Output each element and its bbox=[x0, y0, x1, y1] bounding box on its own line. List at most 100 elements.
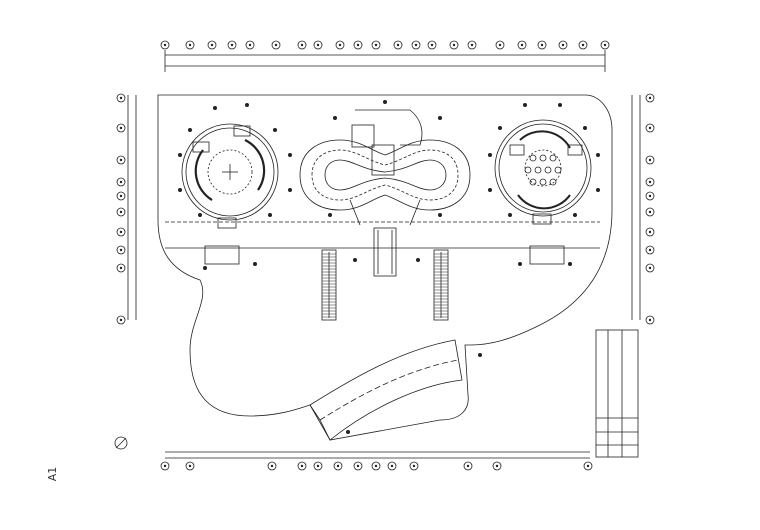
column-marker bbox=[508, 213, 512, 217]
grid-bubble-icon bbox=[297, 40, 307, 50]
grid-bubble-icon bbox=[645, 227, 655, 237]
column-marker bbox=[333, 116, 337, 120]
grid-bubble-icon bbox=[116, 123, 126, 133]
column-marker bbox=[568, 262, 572, 266]
column-marker bbox=[288, 153, 292, 157]
grid-bubble-icon bbox=[645, 123, 655, 133]
north-arrow-icon bbox=[114, 436, 128, 450]
grid-bubble-icon bbox=[427, 40, 437, 50]
bottom-dimension-chain bbox=[165, 451, 590, 459]
column-marker bbox=[178, 188, 182, 192]
column-marker bbox=[416, 258, 420, 262]
bottom-grid-bubbles bbox=[160, 461, 593, 471]
left-service-core bbox=[204, 245, 240, 265]
seat bbox=[529, 178, 537, 186]
grid-bubble-icon bbox=[393, 40, 403, 50]
column-marker bbox=[573, 213, 577, 217]
column-marker bbox=[288, 188, 292, 192]
grid-bubble-icon bbox=[271, 40, 281, 50]
grid-bubble-icon bbox=[463, 461, 473, 471]
column-marker bbox=[203, 266, 207, 270]
grid-bubble-icon bbox=[537, 40, 547, 50]
grid-bubble-icon bbox=[313, 461, 323, 471]
grid-bubble-icon bbox=[207, 40, 217, 50]
column-marker bbox=[558, 103, 562, 107]
left-round-room bbox=[181, 123, 279, 229]
column-marker bbox=[518, 262, 522, 266]
grid-bubble-icon bbox=[467, 40, 477, 50]
column-marker bbox=[488, 188, 492, 192]
column-marker bbox=[488, 153, 492, 157]
column-marker bbox=[253, 262, 257, 266]
column-marker bbox=[213, 106, 217, 110]
title-block bbox=[596, 330, 638, 457]
grid-bubble-icon bbox=[227, 40, 237, 50]
grid-bubble-icon bbox=[116, 263, 126, 273]
grid-bubble-icon bbox=[371, 461, 381, 471]
grid-bubble-icon bbox=[600, 40, 610, 50]
grid-bubble-icon bbox=[645, 245, 655, 255]
seat bbox=[534, 166, 542, 174]
seat bbox=[539, 178, 547, 186]
grid-bubble-icon bbox=[116, 155, 126, 165]
seat bbox=[544, 166, 552, 174]
grid-bubble-icon bbox=[645, 191, 655, 201]
grid-bubble-icon bbox=[116, 315, 126, 325]
grid-bubble-icon bbox=[160, 40, 170, 50]
column-marker bbox=[353, 258, 357, 262]
right-dimension-chain bbox=[631, 95, 641, 320]
seat bbox=[549, 178, 557, 186]
seat bbox=[529, 154, 537, 162]
grid-bubble-icon bbox=[160, 461, 170, 471]
grid-bubble-icon bbox=[353, 40, 363, 50]
title-block-frame bbox=[595, 329, 639, 458]
grid-bubble-icon bbox=[371, 40, 381, 50]
grid-bubble-icon bbox=[517, 40, 527, 50]
seat bbox=[549, 154, 557, 162]
building-outline bbox=[157, 94, 613, 441]
grid-bubble-icon bbox=[116, 227, 126, 237]
column-marker bbox=[245, 103, 249, 107]
grid-bubble-icon bbox=[645, 263, 655, 273]
column-marker bbox=[198, 213, 202, 217]
grid-bubble-icon bbox=[116, 245, 126, 255]
grid-bubble-icon bbox=[583, 461, 593, 471]
left-grid-bubbles bbox=[116, 93, 126, 325]
seat bbox=[554, 166, 562, 174]
escalator-left bbox=[321, 249, 337, 321]
grid-bubble-icon bbox=[185, 461, 195, 471]
grid-bubble-icon bbox=[411, 40, 421, 50]
grid-bubble-icon bbox=[449, 40, 459, 50]
grid-bubble-icon bbox=[116, 191, 126, 201]
grid-bubble-icon bbox=[335, 40, 345, 50]
grid-bubble-icon bbox=[353, 461, 363, 471]
grid-bubble-icon bbox=[297, 461, 307, 471]
column-marker bbox=[596, 153, 600, 157]
grid-bubble-icon bbox=[333, 461, 343, 471]
seat bbox=[524, 166, 532, 174]
column-marker bbox=[383, 100, 387, 104]
sheet-label: A1 bbox=[46, 466, 59, 482]
grid-bubble-icon bbox=[185, 40, 195, 50]
column-marker bbox=[498, 126, 502, 130]
column-marker bbox=[438, 116, 442, 120]
column-marker bbox=[478, 353, 482, 357]
grid-bubble-icon bbox=[387, 461, 397, 471]
grid-bubble-icon bbox=[645, 177, 655, 187]
top-dimension-chain bbox=[164, 50, 606, 72]
grid-bubble-icon bbox=[558, 40, 568, 50]
column-marker bbox=[268, 213, 272, 217]
right-grid-bubbles bbox=[645, 93, 655, 325]
top-grid-bubbles bbox=[160, 40, 610, 50]
right-service-core bbox=[529, 245, 565, 265]
column-marker bbox=[273, 128, 277, 132]
grid-bubble-icon bbox=[495, 40, 505, 50]
grid-bubble-icon bbox=[578, 40, 588, 50]
column-marker bbox=[596, 188, 600, 192]
column-marker bbox=[346, 430, 350, 434]
central-hall bbox=[299, 109, 471, 277]
column-marker bbox=[583, 126, 587, 130]
left-dimension-chain bbox=[127, 95, 137, 320]
grid-bubble-icon bbox=[645, 315, 655, 325]
